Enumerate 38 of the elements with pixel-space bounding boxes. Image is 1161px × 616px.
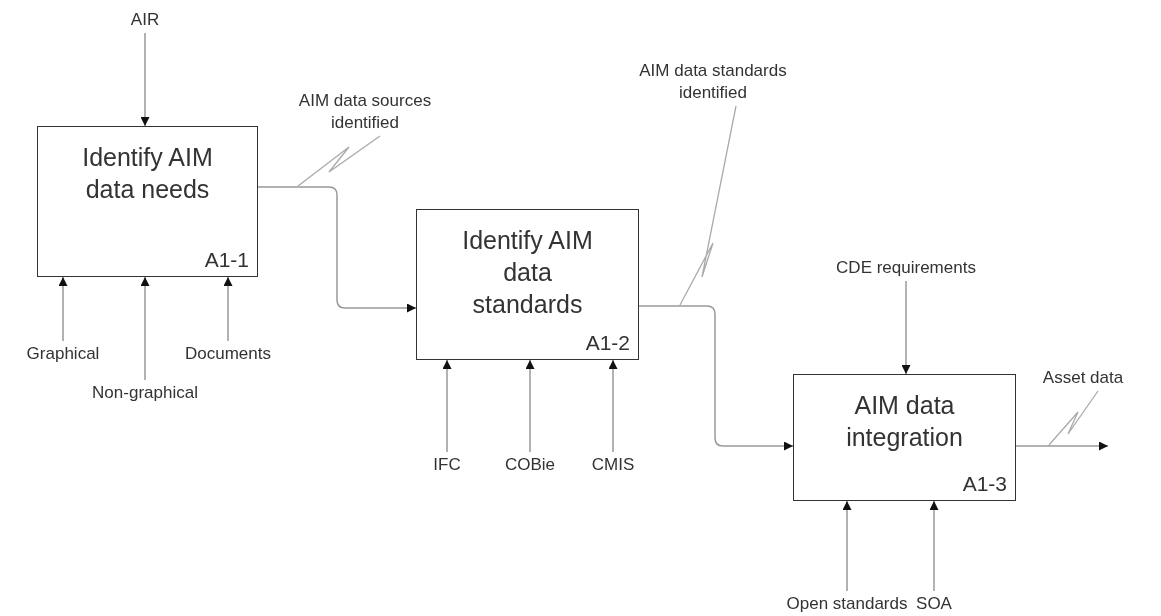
squiggle-leader <box>679 105 737 306</box>
arrow <box>257 186 417 313</box>
activity-title: Identify AIM data standards <box>461 225 594 320</box>
arrow <box>608 359 618 453</box>
arrow <box>140 276 150 381</box>
squiggle-leader <box>1048 390 1099 446</box>
activity-box <box>793 374 1016 501</box>
arrow-label: SOA <box>916 594 952 614</box>
arrow-label: Graphical <box>26 344 100 364</box>
arrow <box>223 276 233 342</box>
activity-box <box>37 126 258 277</box>
activity-title: AIM data integration <box>845 390 964 453</box>
squiggle-leader <box>297 135 381 187</box>
arrow-label: CMIS <box>591 455 635 475</box>
flow-label: Asset data <box>1042 367 1124 389</box>
arrow-label: COBie <box>504 455 556 475</box>
activity-code: A1-3 <box>962 472 1007 496</box>
arrow-label: Non-graphical <box>92 383 198 403</box>
arrow-label: CDE requirements <box>836 258 976 278</box>
arrow <box>58 276 68 342</box>
arrow <box>842 500 852 592</box>
activity-title: Identify AIM data needs <box>81 142 214 205</box>
arrow <box>638 305 794 451</box>
arrow <box>140 32 150 127</box>
arrow <box>901 280 911 375</box>
arrow-label: Documents <box>185 344 271 364</box>
arrow <box>929 500 939 592</box>
arrow <box>1015 441 1109 451</box>
activity-box <box>416 209 639 360</box>
arrow-label: IFC <box>433 455 461 475</box>
arrow <box>525 359 535 453</box>
arrow-label: AIR <box>130 10 160 30</box>
activity-code: A1-1 <box>204 248 249 272</box>
arrow-label: Open standards <box>786 594 908 614</box>
flow-label: AIM data sources identified <box>270 90 460 134</box>
activity-code: A1-2 <box>585 331 630 355</box>
arrow <box>442 359 452 453</box>
flow-label: AIM data standards identified <box>618 60 808 104</box>
